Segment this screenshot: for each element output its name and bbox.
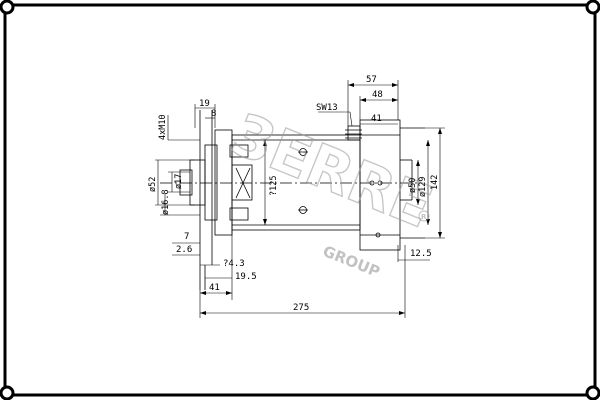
dimension-arrows <box>200 83 442 315</box>
dim-12-5: 12.5 <box>410 249 432 259</box>
dim-7: 7 <box>184 232 189 242</box>
watermark-seal-text: R <box>421 213 427 221</box>
dim-57: 57 <box>366 75 377 85</box>
dim-8: 8 <box>211 109 216 119</box>
watermark-seal-icon <box>418 210 430 222</box>
dim-19-5: 19.5 <box>235 272 257 282</box>
dim-4-3: ?4.3 <box>223 259 245 269</box>
dim-41-bottom: 41 <box>209 283 220 293</box>
watermark-group-text: GROUP <box>320 242 382 281</box>
corner-circle-tr <box>585 0 600 15</box>
dim-sw13: SW13 <box>316 103 338 113</box>
dim-dia16-8: ø16.8 <box>161 189 171 215</box>
corner-circle-tl <box>0 0 15 15</box>
dim-4xm10: 4xM10 <box>158 114 168 140</box>
dim-2-6: 2.6 <box>176 245 192 255</box>
dimension-lines <box>155 80 445 318</box>
corner-circle-br <box>585 385 600 400</box>
dim-275: 275 <box>293 303 309 313</box>
dim-48: 48 <box>372 90 383 100</box>
dim-dia129: ø129 <box>418 177 428 197</box>
dim-dia52: ø52 <box>148 177 158 192</box>
watermark-logo-text: 3ERRE <box>222 100 441 241</box>
dim-125: ?125 <box>269 176 279 196</box>
dim-dia17: ø17 <box>174 174 184 189</box>
dim-19: 19 <box>199 99 210 109</box>
dim-142: 142 <box>430 175 440 190</box>
dim-41-top: 41 <box>371 114 382 124</box>
dim-dia50: ø50 <box>408 178 418 193</box>
dimension-labels: 57 48 SW13 41 19 8 4xM10 ø52 ø17 ø16.8 7… <box>148 75 440 313</box>
corner-circle-bl <box>0 385 15 400</box>
motor-body <box>160 110 425 290</box>
